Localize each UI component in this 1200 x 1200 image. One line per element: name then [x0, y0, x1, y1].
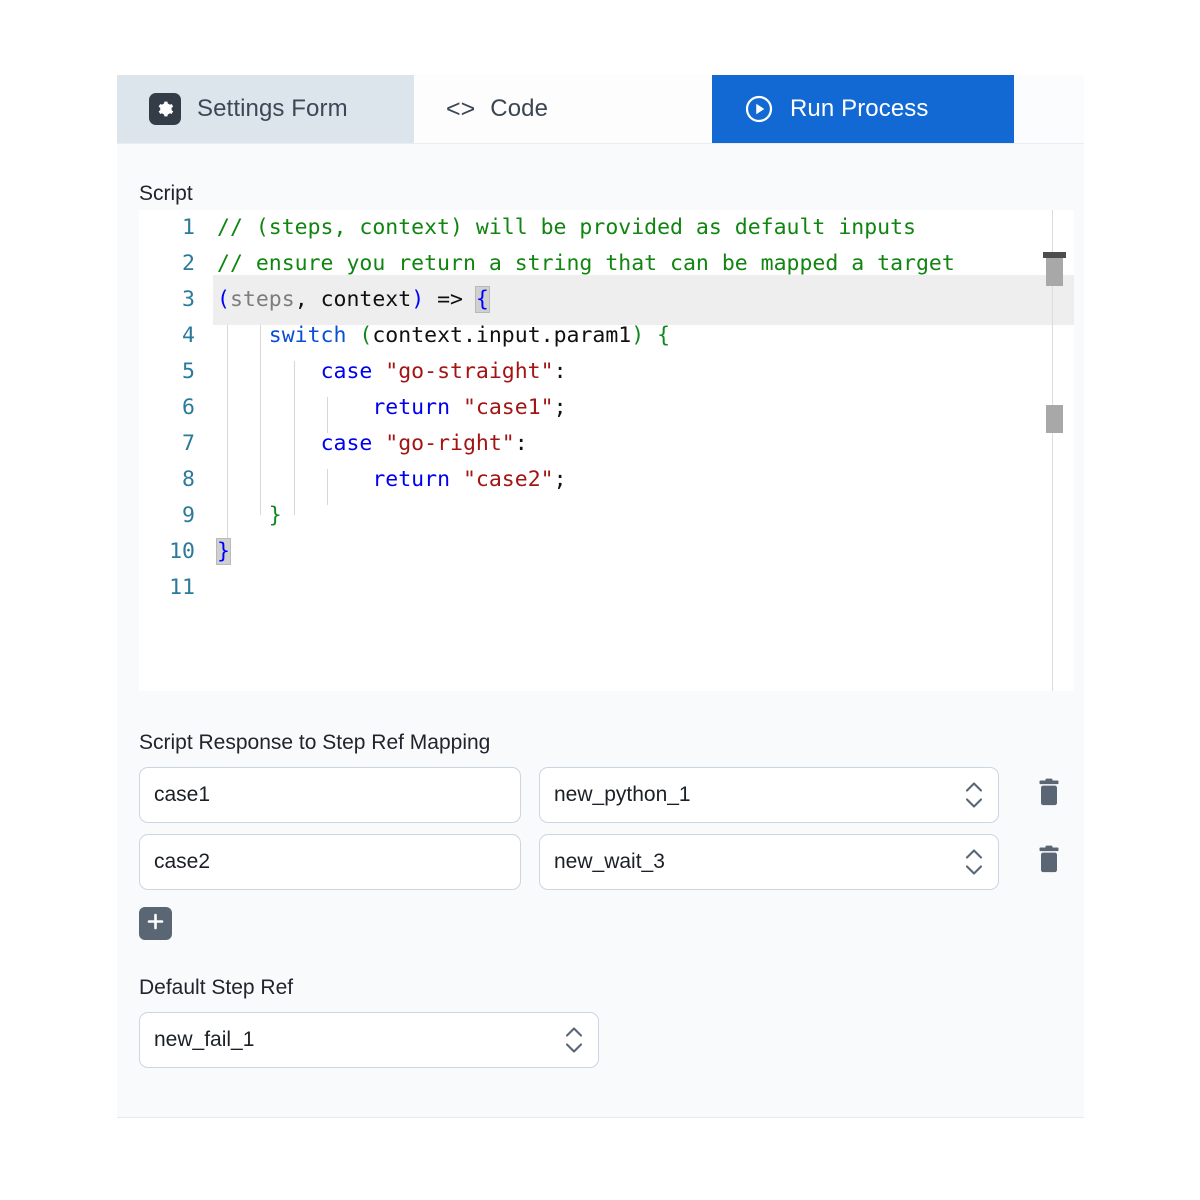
line-number: 1	[139, 210, 217, 246]
code-line: 5 case "go-straight":	[139, 354, 1074, 390]
line-number: 9	[139, 498, 217, 534]
trash-icon	[1036, 778, 1062, 813]
line-content: // (steps, context) will be provided as …	[217, 210, 1074, 246]
line-content: switch (context.input.param1) {	[217, 318, 1074, 354]
line-number: 7	[139, 426, 217, 462]
mapping-step-ref-value: new_wait_3	[554, 850, 665, 874]
line-content: (steps, context) => {	[217, 282, 1074, 318]
mapping-step-ref-select[interactable]: new_python_1	[539, 767, 999, 823]
plus-icon	[147, 913, 164, 935]
default-step-ref-select[interactable]: new_fail_1	[139, 1012, 599, 1068]
default-step-ref-value: new_fail_1	[154, 1028, 254, 1052]
tab-code-label: Code	[490, 95, 548, 123]
line-number: 6	[139, 390, 217, 426]
trash-icon	[1036, 845, 1062, 880]
mapping-step-ref-select-wrap: new_wait_3	[539, 834, 999, 890]
run-process-panel: Script 1 // (steps, context) will be pro…	[117, 144, 1084, 1118]
code-line: 7 case "go-right":	[139, 426, 1074, 462]
script-label: Script	[139, 182, 193, 206]
tab-run-process-label: Run Process	[790, 95, 929, 123]
line-content: case "go-straight":	[217, 354, 1074, 390]
delete-mapping-row-button[interactable]	[1029, 775, 1069, 815]
line-number: 8	[139, 462, 217, 498]
script-code-editor[interactable]: 1 // (steps, context) will be provided a…	[139, 210, 1074, 691]
tab-settings-form[interactable]: Settings Form	[117, 75, 414, 143]
mapping-step-ref-select[interactable]: new_wait_3	[539, 834, 999, 890]
line-number: 5	[139, 354, 217, 390]
default-step-ref-select-wrap: new_fail_1	[139, 1012, 599, 1068]
editor-scroll-marker[interactable]	[1046, 405, 1063, 433]
line-content: case "go-right":	[217, 426, 1074, 462]
code-line: 4 switch (context.input.param1) {	[139, 318, 1074, 354]
tab-code[interactable]: < > Code	[414, 75, 712, 143]
mapping-row: new_python_1	[139, 767, 1069, 823]
line-number: 11	[139, 570, 217, 606]
code-line: 1 // (steps, context) will be provided a…	[139, 210, 1074, 246]
code-line: 9 }	[139, 498, 1074, 534]
line-content: }	[217, 498, 1074, 534]
tab-run-process[interactable]: Run Process	[712, 75, 1014, 143]
tab-settings-form-label: Settings Form	[197, 95, 348, 123]
line-content: return "case1";	[217, 390, 1074, 426]
line-number: 2	[139, 246, 217, 282]
mapping-label: Script Response to Step Ref Mapping	[139, 731, 490, 755]
play-circle-icon	[744, 94, 774, 124]
tab-bar: Settings Form < > Code Run Process	[117, 75, 1084, 144]
editor-scrollbar-thumb[interactable]	[1046, 258, 1063, 286]
line-content: }	[217, 534, 1074, 570]
code-line: 11	[139, 570, 1074, 606]
line-number: 10	[139, 534, 217, 570]
code-brackets-icon: < >	[446, 97, 474, 122]
editor-scroll-area[interactable]: 1 // (steps, context) will be provided a…	[139, 210, 1074, 691]
mapping-step-ref-select-wrap: new_python_1	[539, 767, 999, 823]
line-number: 3	[139, 282, 217, 318]
add-mapping-row-button[interactable]	[139, 907, 172, 940]
code-line: 10 }	[139, 534, 1074, 570]
delete-mapping-row-button[interactable]	[1029, 842, 1069, 882]
mapping-step-ref-value: new_python_1	[554, 783, 691, 807]
default-step-ref-label: Default Step Ref	[139, 976, 293, 1000]
code-line-active: 3 (steps, context) => {	[139, 282, 1074, 318]
code-line: 6 return "case1";	[139, 390, 1074, 426]
code-line: 8 return "case2";	[139, 462, 1074, 498]
line-number: 4	[139, 318, 217, 354]
gear-icon	[149, 93, 181, 125]
mapping-key-input[interactable]	[139, 767, 521, 823]
mapping-key-input[interactable]	[139, 834, 521, 890]
line-content: return "case2";	[217, 462, 1074, 498]
mapping-row: new_wait_3	[139, 834, 1069, 890]
